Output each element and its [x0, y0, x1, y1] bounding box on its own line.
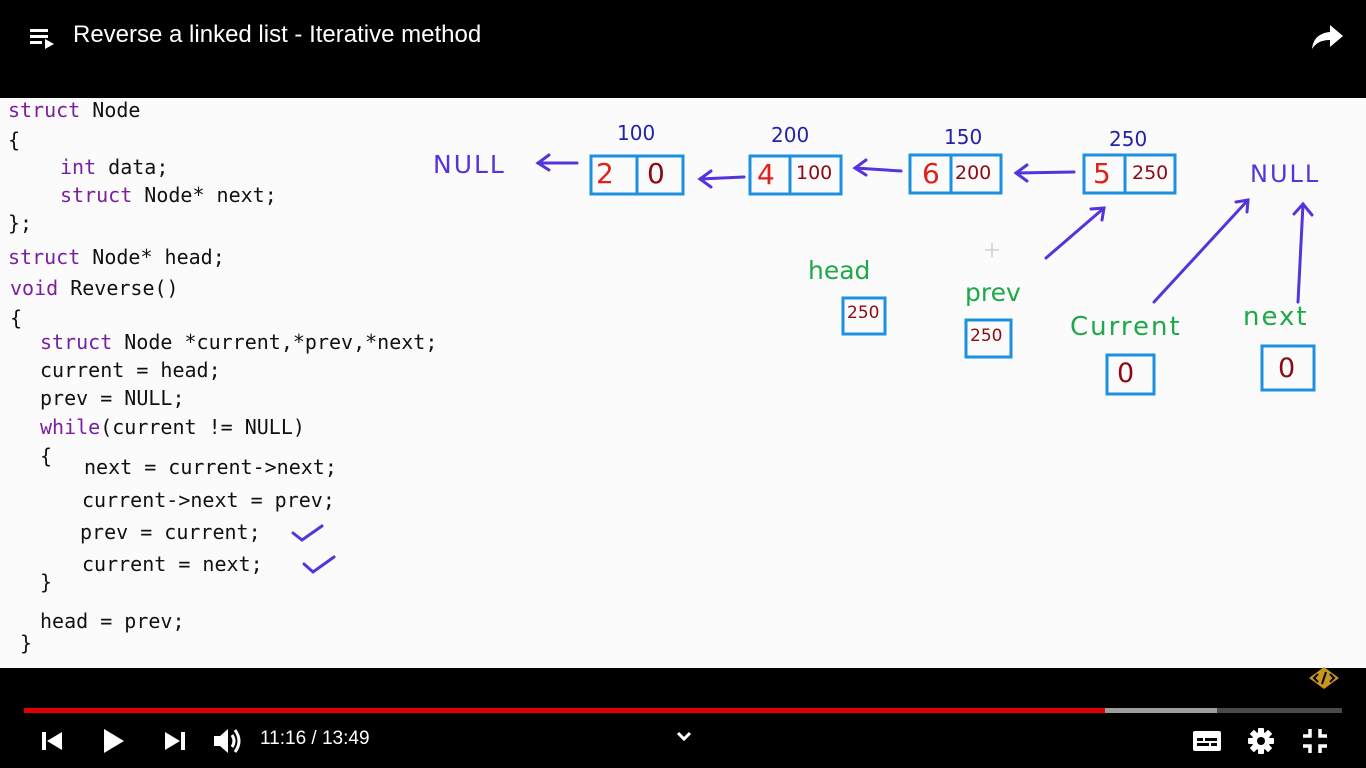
exit-fullscreen-icon[interactable]: [1298, 724, 1332, 758]
cursor-crosshair: [985, 243, 999, 257]
code-line: struct Node *current,*prev,*next;: [40, 330, 438, 354]
next-value: 0: [1278, 353, 1296, 384]
channel-logo-icon[interactable]: [1307, 666, 1341, 690]
code-line: void Reverse(): [10, 276, 179, 300]
code-line: struct Node* next;: [60, 183, 277, 207]
prev-box: [964, 318, 1013, 359]
check-mark-icon: [302, 555, 336, 574]
node-address: 150: [944, 125, 983, 149]
code-line: int data;: [60, 155, 169, 179]
code-line: prev = current;: [80, 520, 261, 544]
code-line: next = current->next;: [84, 455, 337, 479]
node-next: 200: [955, 162, 992, 184]
node-box-250: [1082, 153, 1177, 195]
next-box: [1260, 344, 1316, 392]
code-line: };: [8, 211, 33, 235]
arrow-icon: [535, 153, 1314, 304]
code-line: current->next = prev;: [82, 488, 335, 512]
time-display: 11:16 / 13:49: [260, 728, 370, 749]
subtitles-icon[interactable]: [1190, 724, 1224, 758]
node-box-200: [748, 154, 843, 196]
volume-icon[interactable]: [210, 724, 244, 758]
code-line: current = head;: [40, 358, 221, 382]
video-frame[interactable]: struct Node { int data; struct Node* nex…: [0, 98, 1366, 668]
head-label: head: [808, 256, 871, 285]
code-line: struct Node: [8, 98, 141, 122]
play-icon[interactable]: [95, 724, 129, 758]
prev-label: prev: [965, 278, 1021, 307]
code-line: current = next;: [82, 552, 263, 576]
head-value: 250: [847, 303, 880, 323]
video-title[interactable]: Reverse a linked list - Iterative method: [73, 21, 482, 48]
code-line: head = prev;: [40, 609, 185, 633]
node-box-150: [908, 153, 1003, 195]
previous-icon[interactable]: [36, 724, 70, 758]
next-label: next: [1243, 302, 1309, 332]
code-line: {: [40, 444, 53, 468]
node-data: 2: [596, 157, 614, 190]
node-box-100: [589, 154, 685, 196]
code-line: prev = NULL;: [40, 386, 185, 410]
next-icon[interactable]: [157, 724, 191, 758]
current-label: Current: [1070, 312, 1182, 342]
node-address: 250: [1109, 127, 1148, 151]
code-line: {: [8, 128, 21, 152]
check-mark-icon: [291, 524, 324, 542]
node-data: 4: [757, 158, 775, 191]
code-line: {: [10, 306, 23, 330]
player-controls: 11:16 / 13:49: [0, 666, 1366, 768]
node-next: 100: [796, 162, 833, 184]
progress-played: [24, 708, 1105, 713]
node-data: 6: [922, 157, 940, 190]
code-line: struct Node* head;: [8, 245, 225, 269]
node-address: 200: [771, 123, 810, 147]
share-icon[interactable]: [1310, 22, 1344, 52]
null-right-label: NULL: [1250, 160, 1321, 188]
node-next: 0: [647, 157, 665, 190]
playlist-icon[interactable]: [28, 24, 56, 52]
code-line: }: [20, 631, 33, 655]
node-address: 100: [617, 121, 656, 145]
progress-bar[interactable]: [24, 708, 1342, 713]
chevron-down-icon[interactable]: [672, 724, 696, 748]
gear-icon[interactable]: [1244, 724, 1278, 758]
current-value: 0: [1117, 358, 1135, 389]
node-next: 250: [1132, 162, 1169, 184]
prev-value: 250: [970, 326, 1003, 346]
node-data: 5: [1093, 157, 1111, 190]
null-left-label: NULL: [433, 150, 506, 179]
code-line: while(current != NULL): [40, 415, 305, 439]
annotation-drawing: [291, 153, 1316, 574]
current-box: [1105, 353, 1156, 396]
title-bar: Reverse a linked list - Iterative method: [0, 0, 1366, 98]
code-line: }: [40, 570, 53, 594]
head-box: [841, 296, 887, 336]
